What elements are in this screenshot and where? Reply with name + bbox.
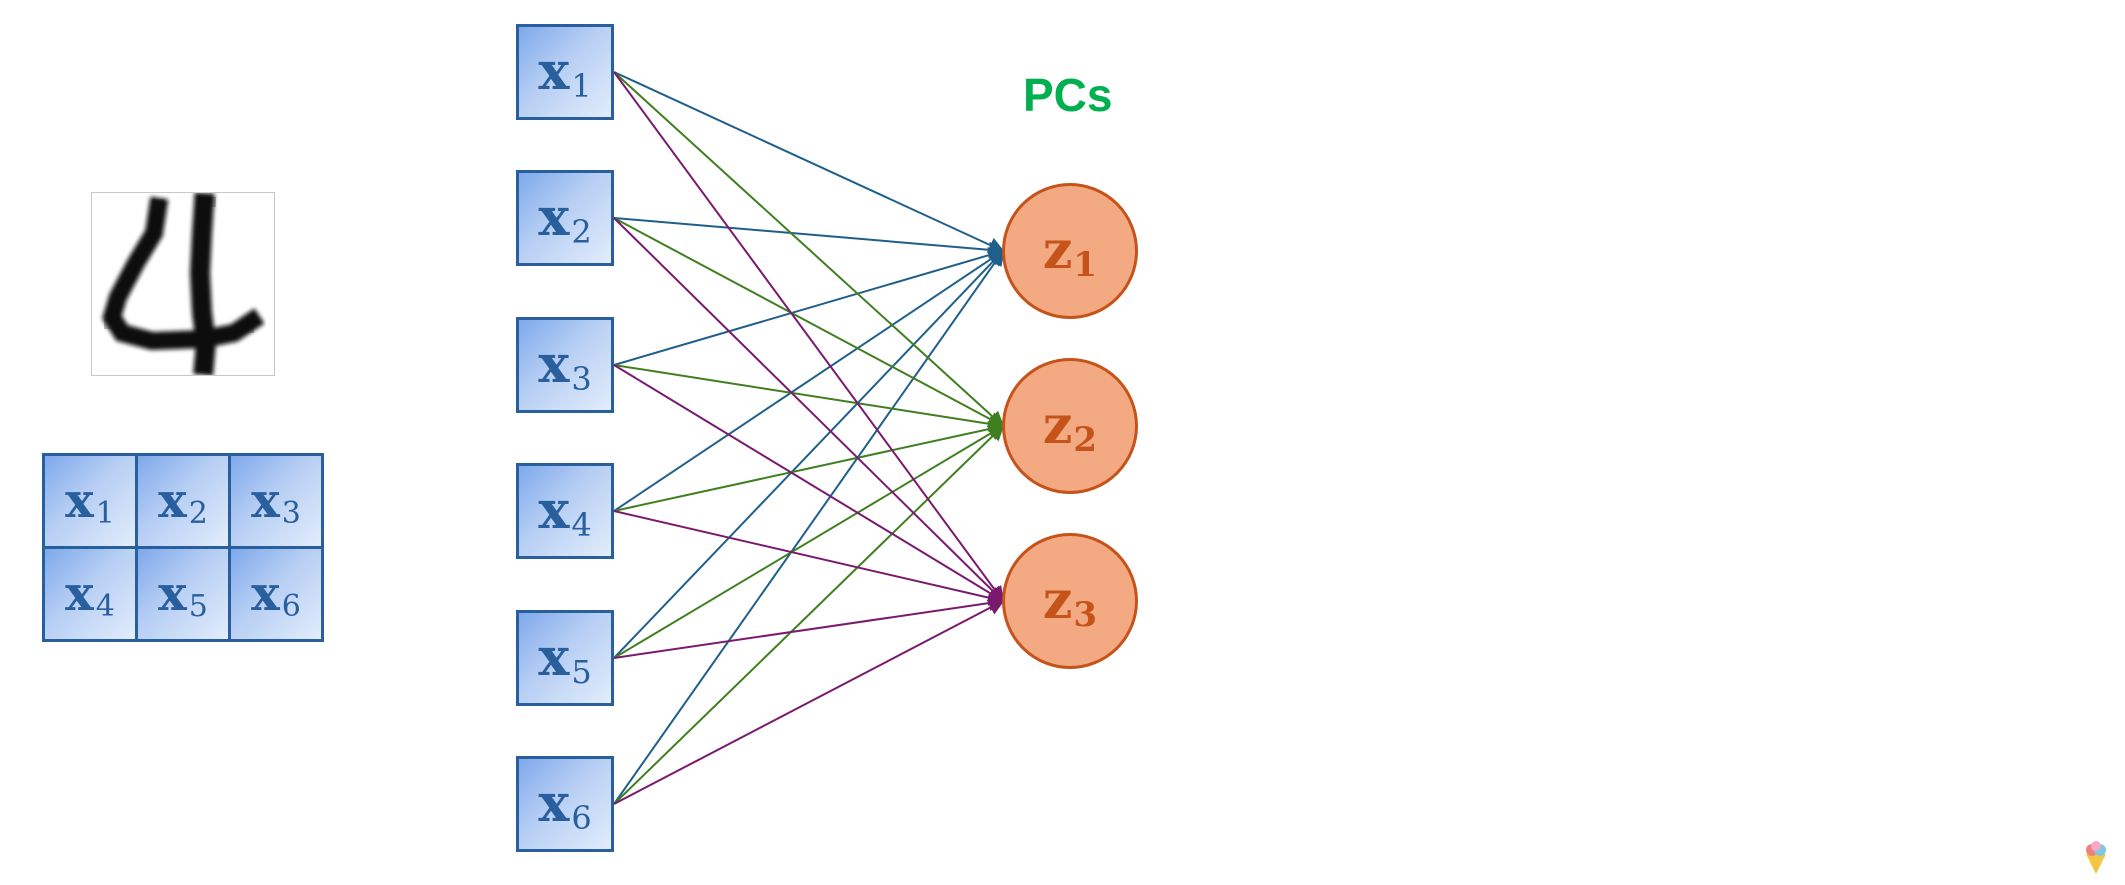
edge-x4-z2 [613,421,1005,512]
edge-x6-z3 [613,600,1005,805]
edge-x3-z3 [613,364,1005,603]
edge-x5-z2 [613,424,1005,659]
edge-x3-z1 [613,247,1005,366]
edge-x1-z3 [613,71,1005,603]
edge-x6-z2 [613,424,1005,805]
pcs-title: PCs [1023,69,1113,121]
edge-x5-z3 [613,595,1005,659]
edge-x4-z1 [613,249,1005,512]
handwritten-digit-4-icon [91,192,275,376]
edge-x2-z3 [613,217,1005,603]
edge-x2-z2 [613,217,1005,427]
edge-x1-z1 [613,71,1005,253]
edge-x2-z1 [613,217,1005,258]
ice-cream-logo-icon [2086,841,2106,874]
edge-x3-z2 [613,364,1005,432]
edge-x4-z3 [613,510,1005,606]
edge-x5-z1 [613,249,1005,659]
edge-x6-z1 [613,249,1005,805]
edge-x1-z2 [613,71,1005,428]
